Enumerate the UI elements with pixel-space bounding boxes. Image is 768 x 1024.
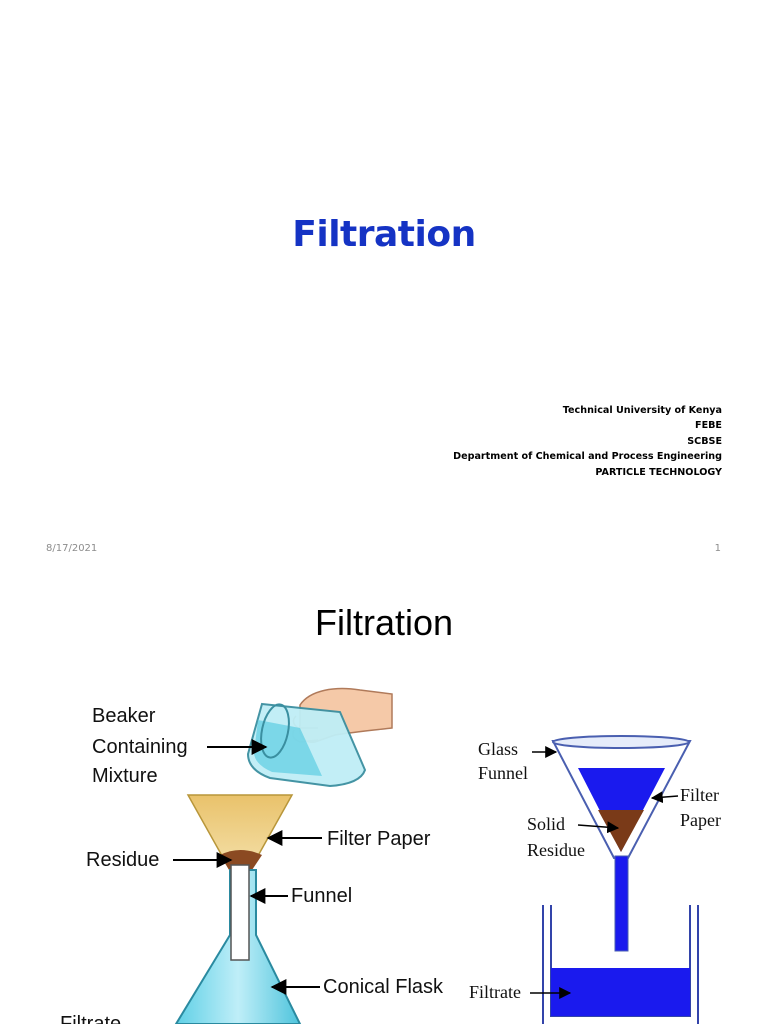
label-glass-line1: Glass bbox=[478, 739, 518, 759]
label-filtrate-left: Filtrate bbox=[60, 1013, 121, 1024]
info-line-school: SCBSE bbox=[687, 435, 722, 447]
collecting-beaker bbox=[542, 905, 699, 1024]
arrow-filter-paper-right bbox=[650, 791, 679, 804]
funnel-stem-right bbox=[614, 855, 629, 952]
title-slide: Filtration Technical University of Kenya… bbox=[46, 214, 722, 554]
solid-residue bbox=[598, 810, 644, 852]
funnel-rim bbox=[552, 735, 690, 749]
info-line-department: Department of Chemical and Process Engin… bbox=[453, 451, 722, 463]
right-filtration-diagram: Glass Funnel Filter Paper Solid Residue … bbox=[469, 735, 721, 1024]
label-glass-line2: Funnel bbox=[478, 763, 528, 783]
info-line-university: Technical University of Kenya bbox=[562, 405, 722, 416]
slide-title: Filtration bbox=[292, 214, 476, 255]
slide-page-number: 1 bbox=[714, 543, 721, 554]
label-filtrate-right: Filtrate bbox=[469, 982, 521, 1002]
label-residue: Residue bbox=[86, 849, 159, 871]
label-filter-line1: Filter bbox=[680, 785, 719, 805]
slide-title: Filtration bbox=[314, 602, 454, 643]
label-filter-line2: Paper bbox=[680, 810, 721, 830]
content-slide: Filtration bbox=[0, 574, 768, 1024]
slide-date: 8/17/2021 bbox=[46, 543, 98, 554]
left-filtration-diagram: Beaker Containing Mixture Filter Paper R… bbox=[60, 687, 444, 1024]
info-line-course: PARTICLE TECHNOLOGY bbox=[595, 466, 722, 478]
label-solid-line2: Residue bbox=[527, 840, 585, 860]
filtrate-liquid bbox=[551, 968, 690, 1016]
label-funnel: Funnel bbox=[291, 885, 352, 907]
funnel-stem bbox=[230, 864, 250, 961]
beaker-illustration bbox=[246, 702, 367, 788]
label-conical-flask: Conical Flask bbox=[323, 976, 444, 998]
label-filter-paper: Filter Paper bbox=[327, 828, 431, 850]
arrow-solid-residue bbox=[577, 821, 620, 834]
label-solid-line1: Solid bbox=[527, 814, 565, 834]
info-line-faculty: FEBE bbox=[695, 420, 722, 432]
label-beaker-line3: Mixture bbox=[92, 765, 158, 787]
label-beaker-line2: Containing bbox=[92, 736, 188, 758]
filter-paper-cone bbox=[186, 794, 294, 890]
label-beaker-line1: Beaker bbox=[92, 705, 156, 727]
institution-info: Technical University of Kenya FEBE SCBSE… bbox=[453, 403, 722, 480]
filtration-diagrams: Beaker Containing Mixture Filter Paper R… bbox=[60, 687, 721, 1024]
